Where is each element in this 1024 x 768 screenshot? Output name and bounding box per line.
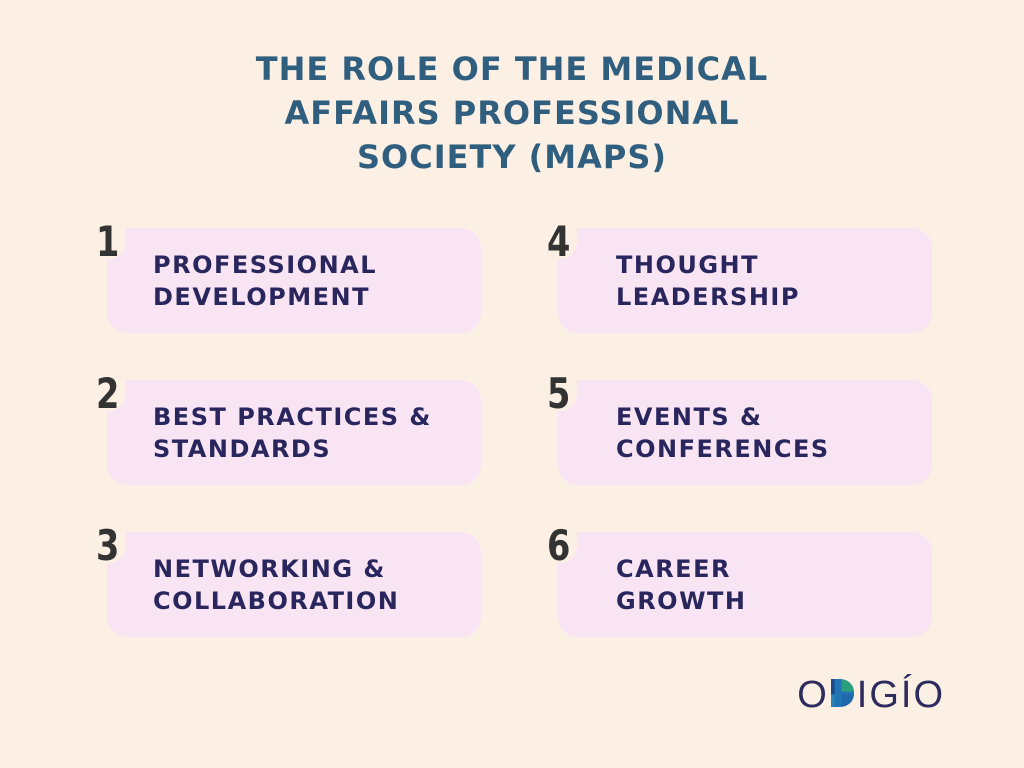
card-networking-collaboration: 3 NETWORKING & COLLABORATION — [96, 525, 481, 637]
card-number-1: 1 — [96, 217, 120, 266]
logo-letters-igio: IGÍO — [856, 674, 945, 716]
card-professional-development: 1 PROFESSIONAL DEVELOPMENT — [96, 221, 481, 333]
page-title: THE ROLE OF THE MEDICAL AFFAIRS PROFESSI… — [0, 47, 1024, 179]
card-number-5: 5 — [547, 369, 571, 418]
card-thought-leadership: 4 THOUGHT LEADERSHIP — [547, 221, 932, 333]
page-title-line-2: AFFAIRS PROFESSIONAL — [284, 94, 740, 132]
card-events-conferences: 5 EVENTS & CONFERENCES — [547, 373, 932, 485]
card-label-professional-development: PROFESSIONAL DEVELOPMENT — [153, 250, 378, 311]
card-label-events-conferences: EVENTS & CONFERENCES — [616, 402, 830, 463]
card-career-growth: 6 CAREER GROWTH — [547, 525, 932, 637]
card-number-4: 4 — [547, 217, 571, 266]
logo-d-mosaic-icon — [830, 679, 854, 707]
odigio-logo: O IGÍO — [797, 676, 945, 714]
card-best-practices-standards: 2 BEST PRACTICES & STANDARDS — [96, 373, 481, 485]
card-number-6: 6 — [547, 521, 571, 570]
card-label-networking-collaboration: NETWORKING & COLLABORATION — [153, 554, 400, 615]
card-number-3: 3 — [96, 521, 120, 570]
page-title-line-3: SOCIETY (MAPS) — [357, 138, 667, 176]
card-label-thought-leadership: THOUGHT LEADERSHIP — [616, 250, 800, 311]
card-label-career-growth: CAREER GROWTH — [616, 554, 747, 615]
card-label-best-practices-standards: BEST PRACTICES & STANDARDS — [153, 402, 432, 463]
logo-letter-o: O — [797, 674, 829, 716]
page-title-line-1: THE ROLE OF THE MEDICAL — [255, 50, 769, 88]
card-number-2: 2 — [96, 369, 120, 418]
